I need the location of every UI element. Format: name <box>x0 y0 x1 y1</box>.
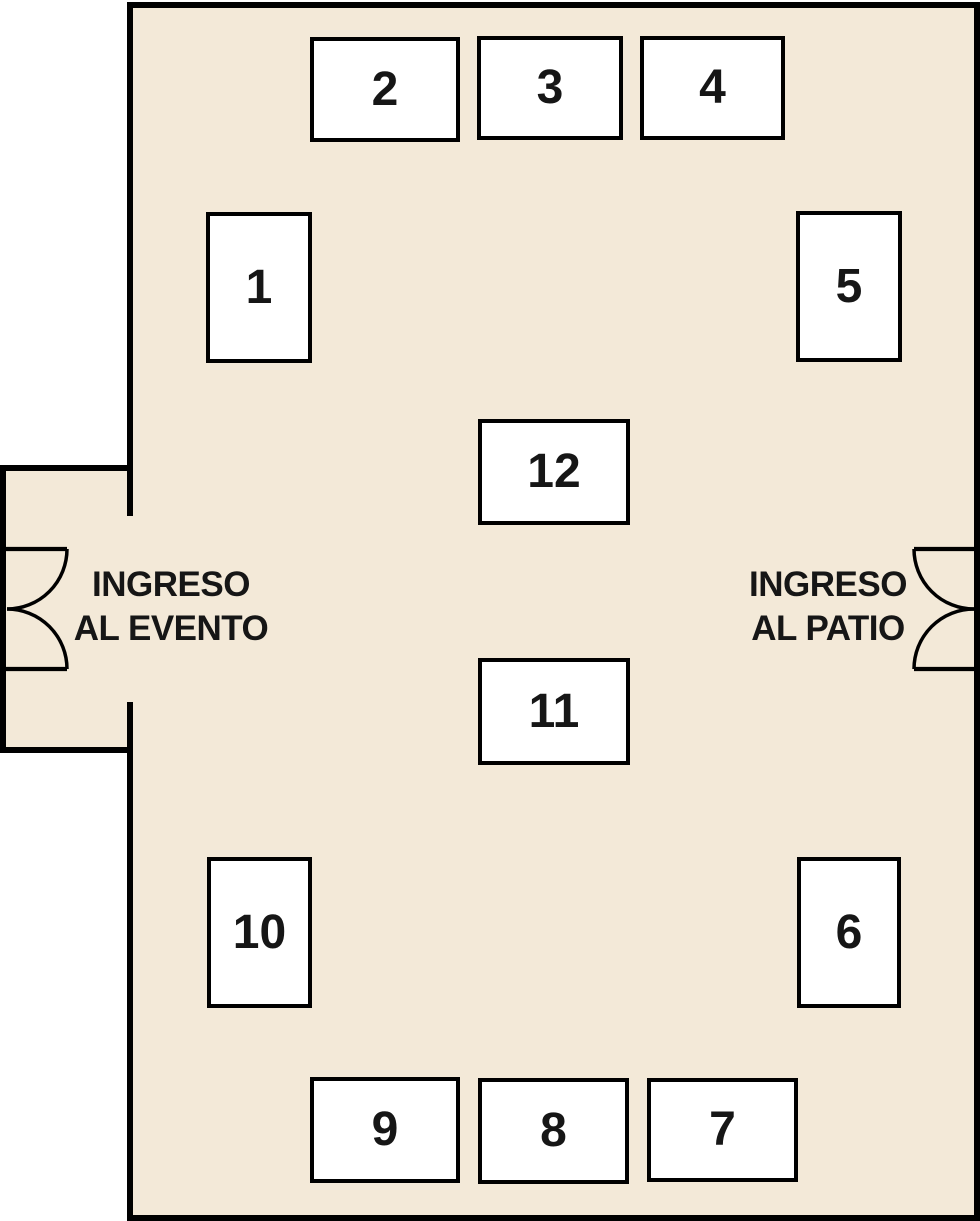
booth-label: 11 <box>528 684 580 738</box>
left-entrance-label: INGRESO AL EVENTO <box>63 563 279 651</box>
booth-5: 5 <box>796 211 902 362</box>
booth-8: 8 <box>478 1078 629 1184</box>
wall-segment-below-passage <box>127 702 133 747</box>
booth-10: 10 <box>207 857 312 1008</box>
booth-label: 5 <box>835 259 863 313</box>
booth-11: 11 <box>478 658 630 765</box>
right-entrance-label-line2: AL PATIO <box>751 609 905 648</box>
left-entrance-label-line1: INGRESO <box>92 565 250 604</box>
booth-label: 2 <box>371 62 399 116</box>
booth-label: 6 <box>835 905 863 959</box>
booth-label: 3 <box>536 61 564 114</box>
booth-label: 9 <box>371 1103 399 1156</box>
wall-segment-above-passage <box>127 471 133 516</box>
booth-label: 7 <box>709 1103 736 1156</box>
booth-label: 8 <box>540 1104 567 1157</box>
right-entrance-label-line1: INGRESO <box>749 565 907 604</box>
booth-2: 2 <box>310 37 460 142</box>
booth-1: 1 <box>206 212 312 363</box>
booth-4: 4 <box>640 36 785 140</box>
booth-3: 3 <box>477 36 623 140</box>
booth-12: 12 <box>478 419 630 525</box>
booth-label: 12 <box>527 445 581 498</box>
right-entrance-label: INGRESO AL PATIO <box>720 563 936 651</box>
booth-9: 9 <box>310 1077 460 1183</box>
booth-label: 4 <box>699 61 726 114</box>
booth-label: 10 <box>232 905 287 959</box>
event-room-floor <box>127 2 980 1221</box>
left-entrance-label-line2: AL EVENTO <box>73 609 269 648</box>
booth-6: 6 <box>797 857 901 1008</box>
booth-7: 7 <box>647 1078 798 1182</box>
booth-label: 1 <box>245 260 273 314</box>
